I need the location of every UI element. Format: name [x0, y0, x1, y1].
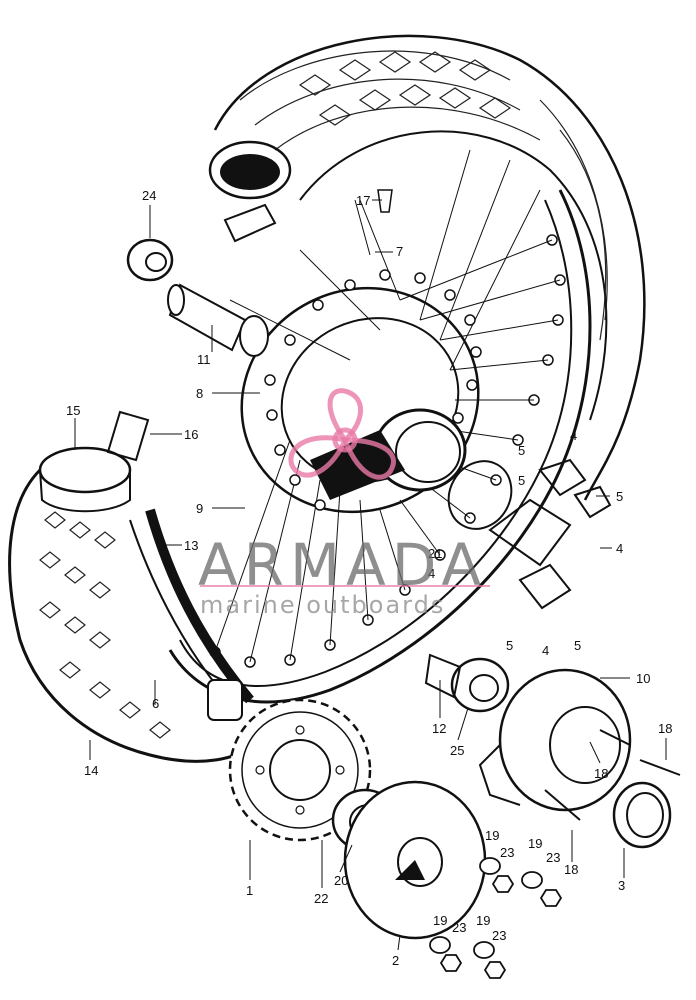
callout-17: 17 [356, 193, 370, 208]
callout-10: 10 [636, 671, 650, 686]
sprocket-1 [228, 698, 372, 842]
callout-5-a: 5 [518, 443, 525, 458]
callout-6: 6 [152, 696, 159, 711]
callout-19-d: 19 [476, 913, 490, 928]
wheel-rim [168, 149, 592, 704]
callout-23-a: 23 [500, 845, 514, 860]
callout-5-c: 5 [518, 473, 525, 488]
callout-3: 3 [618, 878, 625, 893]
bearing-24 [126, 238, 174, 282]
watermark-title: ARMADA [198, 531, 487, 599]
callout-23-c: 23 [452, 920, 466, 935]
callout-23-d: 23 [492, 928, 506, 943]
damper-rubbers [447, 458, 612, 610]
callout-22: 22 [314, 891, 328, 906]
sprocket-hub-10 [478, 668, 681, 821]
callout-18-b: 18 [594, 766, 608, 781]
callout-4-a: 4 [570, 428, 577, 443]
leader-lines [74, 199, 667, 951]
watermark: ARMADA marine outboards [198, 388, 490, 619]
callout-4-d: 4 [542, 643, 549, 658]
callout-19-a: 19 [485, 828, 499, 843]
callout-4-b: 4 [616, 541, 623, 556]
callout-9: 9 [196, 501, 203, 516]
callout-4-c: 4 [428, 566, 435, 581]
watermark-subtitle: marine outboards [200, 591, 445, 619]
callout-21: 21 [428, 546, 442, 561]
watermark-logo-icon [288, 388, 396, 480]
callout-2: 2 [392, 953, 399, 968]
callout-24: 24 [142, 188, 156, 203]
callout-8: 8 [196, 386, 203, 401]
valve-cap-17 [377, 189, 393, 213]
tire-lower [8, 410, 262, 763]
callout-14: 14 [84, 763, 98, 778]
callout-19-c: 19 [433, 913, 447, 928]
callout-7: 7 [396, 244, 403, 259]
callout-18-c: 18 [564, 862, 578, 877]
tire-upper [208, 34, 646, 501]
callout-5-d: 5 [506, 638, 513, 653]
callout-23-b: 23 [546, 850, 560, 865]
callout-12: 12 [432, 721, 446, 736]
callout-labels: 24 17 7 11 8 15 16 9 13 21 4 4 4 4 5 5 5… [66, 188, 672, 968]
callout-5-e: 5 [574, 638, 581, 653]
dust-cover-2 [343, 780, 487, 940]
callout-19-b: 19 [528, 836, 542, 851]
spacer-11 [167, 283, 269, 357]
callout-13: 13 [184, 538, 198, 553]
callout-20: 20 [334, 873, 348, 888]
callout-1: 1 [246, 883, 253, 898]
washers-and-nuts [429, 857, 563, 979]
bearing-25 [424, 653, 510, 713]
callout-16: 16 [184, 427, 198, 442]
callout-25: 25 [450, 743, 464, 758]
callout-5-b: 5 [616, 489, 623, 504]
callout-18-a: 18 [658, 721, 672, 736]
oil-seal-3 [612, 781, 672, 849]
callout-11: 11 [197, 352, 211, 367]
callout-15: 15 [66, 403, 80, 418]
